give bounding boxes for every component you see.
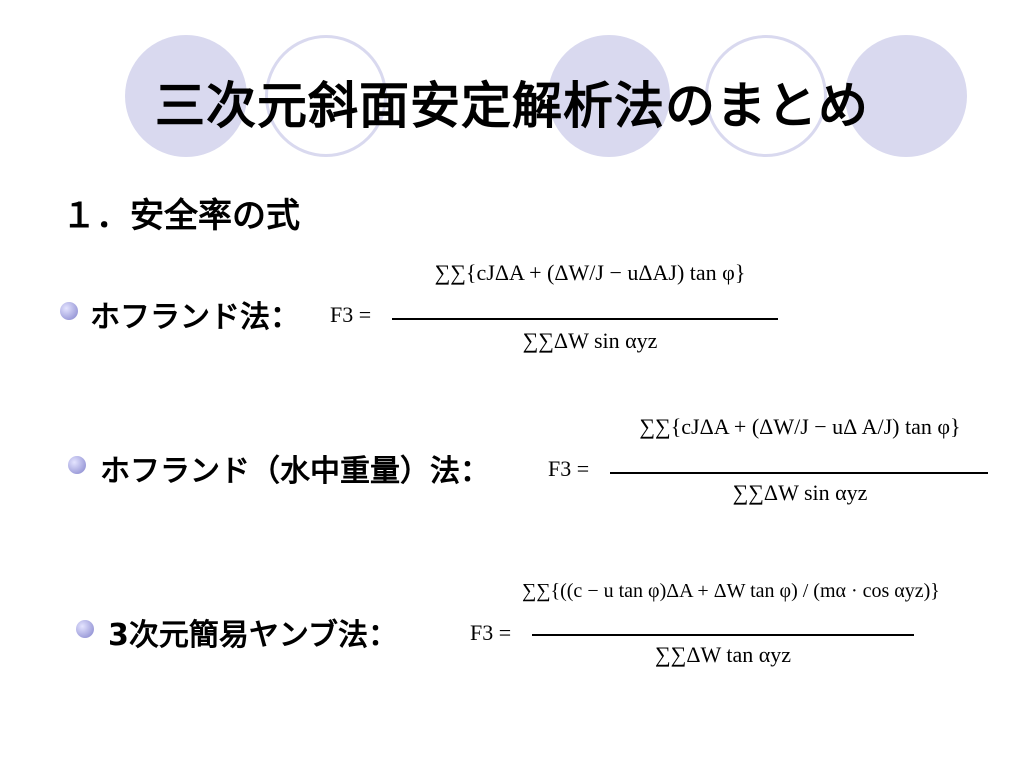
fraction-bar: [532, 634, 914, 636]
fraction-bar: [392, 318, 778, 320]
equation-lhs: F3 =: [470, 620, 512, 645]
decor-circle-5: [845, 35, 967, 157]
method-label-janbu: 3次元簡易ヤンブ法：: [108, 618, 398, 653]
equation-numerator: ∑∑{cJΔA + (ΔW/J − uΔ A/J) tan φ}: [639, 414, 961, 439]
equation-denominator: ∑∑ΔW sin αyz: [522, 328, 658, 353]
method-label-hovland: ホフランド法：: [90, 300, 300, 335]
section-heading: １．安全率の式: [62, 196, 300, 236]
bullet-icon: [76, 620, 94, 638]
equation-janbu: F3 = ∑∑{((c − u tan φ)ΔA + ΔW tan φ) / (…: [470, 556, 940, 676]
equation-denominator: ∑∑ΔW tan αyz: [654, 642, 792, 667]
decor-circle-1: [125, 35, 247, 157]
slide-title: 三次元斜面安定解析法のまとめ: [155, 77, 869, 135]
bullet-icon: [68, 456, 86, 474]
bullet-icon: [60, 302, 78, 320]
fraction-bar: [610, 472, 988, 474]
decor-ring-4: [705, 35, 827, 157]
equation-lhs: F3 =: [548, 456, 590, 481]
decor-circle-3: [548, 35, 670, 157]
decor-ring-2: [265, 35, 387, 157]
equation-hovland-submerged: F3 = ∑∑{cJΔA + (ΔW/J − uΔ A/J) tan φ} ∑∑…: [548, 392, 998, 512]
equation-denominator: ∑∑ΔW sin αyz: [732, 480, 868, 505]
equation-numerator: ∑∑{((c − u tan φ)ΔA + ΔW tan φ) / (mα · …: [522, 580, 940, 602]
equation-hovland: F3 = ∑∑{cJΔA + (ΔW/J − uΔAJ) tan φ} ∑∑ΔW…: [330, 240, 790, 360]
equation-lhs: F3 =: [330, 302, 372, 327]
method-label-hovland-submerged: ホフランド（水中重量）法：: [100, 454, 490, 489]
equation-numerator: ∑∑{cJΔA + (ΔW/J − uΔAJ) tan φ}: [434, 260, 746, 285]
